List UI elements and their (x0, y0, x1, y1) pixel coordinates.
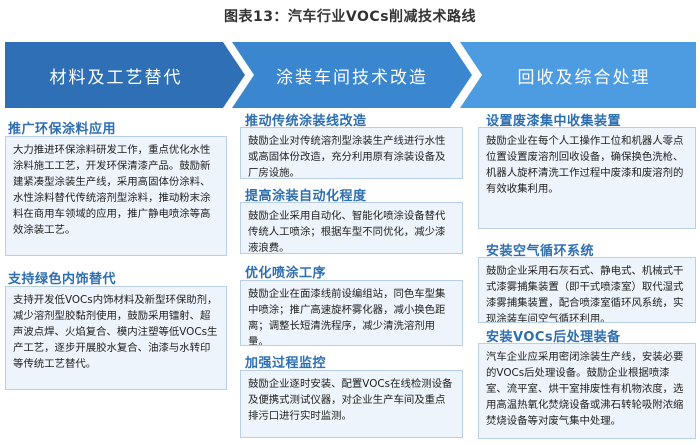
stage-1-chevron: 材料及工艺替代 (5, 42, 245, 108)
stage-2-label: 涂装车间技术改造 (276, 67, 428, 88)
section-text-automation: 鼓励企业采用自动化、智能化喷涂设备替代传统人工喷涂；根据车型不同优化，减少漆液浪… (240, 202, 463, 254)
section-text-vocs-treatment: 汽车企业应采用密闭涂装生产线，安装必要的VOCs后处理设备。鼓励企业根据喷漆室、… (478, 343, 696, 439)
section-title-green-coating: 推广环保涂料应用 (8, 118, 117, 140)
section-title-process-monitoring: 加强过程监控 (245, 352, 327, 374)
stage-2-chevron: 涂装车间技术改造 (232, 42, 472, 108)
section-text-air-circulation: 鼓励企业采用石灰石式、静电式、机械式干式漆雾捕集装置（即干式喷漆室）取代湿式漆雾… (478, 257, 696, 323)
stage-3-label: 回收及综合处理 (517, 67, 651, 88)
stage-3-chevron: 回收及综合处理 (460, 42, 696, 108)
section-text-spray-optimization: 鼓励企业在面漆线前设编组站，同色车型集中喷涂；推广高速旋杯雾化器，减小换色距离；… (240, 280, 463, 346)
section-title-spray-optimization: 优化喷涂工序 (245, 262, 327, 284)
section-text-green-interior: 支持开发低VOCs内饰材料及新型环保助剂，减少溶剂型胶黏剂使用，鼓励采用镭射、超… (5, 286, 227, 390)
section-text-line-retrofit: 鼓励企业对传统溶剂型涂装生产线进行水性或高固体份改造，充分利用原有涂装设备及厂房… (240, 127, 463, 179)
section-text-process-monitoring: 鼓励企业逐时安装、配置VOCs在线检测设备及便携式测试仪器，对企业生产车间及重点… (240, 370, 463, 438)
section-title-green-interior: 支持绿色内饰替代 (8, 268, 117, 290)
stage-1-label: 材料及工艺替代 (49, 67, 183, 88)
section-text-waste-collection: 鼓励企业在每个人工操作工位和机器人零点位置设置废溶剂回收设备，确保换色洗枪、机器… (478, 127, 696, 229)
figure-title: 图表13：汽车行业VOCs削减技术路线 (223, 9, 477, 25)
section-text-green-coating: 大力推进环保涂料研发工作，重点优化水性涂料施工工艺，开发环保清漆产品。鼓励新建紧… (5, 136, 227, 256)
